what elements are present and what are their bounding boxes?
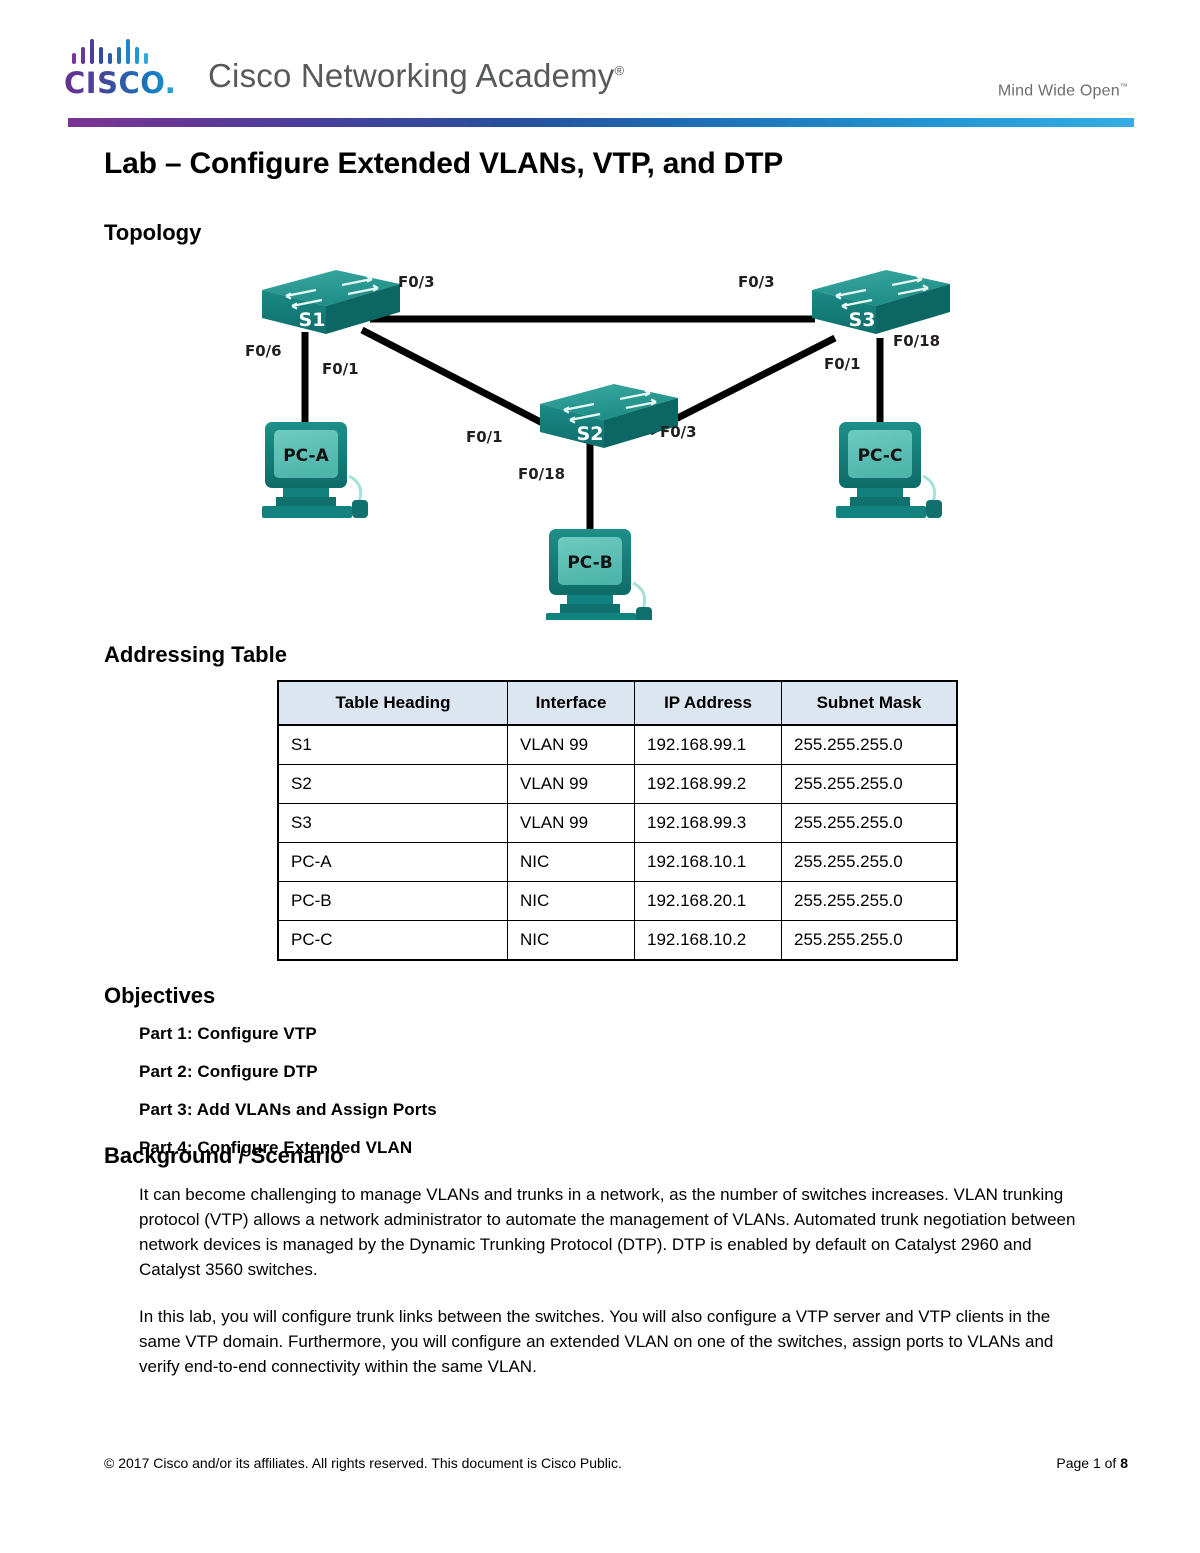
background-paragraph-1: It can become challenging to manage VLAN… bbox=[139, 1185, 1076, 1279]
objective-item-part-4: Part 4: Configure Extended VLAN bbox=[139, 1138, 413, 1157]
cell-device: S1 bbox=[277, 724, 508, 765]
cell-interface: VLAN 99 bbox=[507, 803, 635, 843]
svg-text:S3: S3 bbox=[849, 309, 876, 331]
svg-text:PC-A: PC-A bbox=[283, 446, 329, 466]
trademark-mark: ™ bbox=[1119, 82, 1128, 91]
cell-ip: 192.168.99.2 bbox=[634, 764, 782, 804]
cisco-wordmark: CISCO. bbox=[64, 66, 176, 100]
svg-text:S1: S1 bbox=[299, 309, 326, 331]
port-label-s2-s1: F0/1 bbox=[466, 428, 503, 446]
objective-item-part-3: Part 3: Add VLANs and Assign Ports bbox=[139, 1100, 437, 1119]
link-s1-s2 bbox=[360, 326, 562, 436]
column-header-subnet-mask: Subnet Mask bbox=[781, 680, 958, 726]
device-pc-pc-a: PC-A bbox=[262, 422, 368, 518]
topology-svg: S1 S2 bbox=[262, 270, 950, 620]
cell-mask: 255.255.255.0 bbox=[781, 920, 958, 961]
cell-device: S2 bbox=[277, 764, 508, 804]
section-heading-topology: Topology bbox=[104, 220, 202, 245]
table-row: PC-C NIC 192.168.10.2 255.255.255.0 bbox=[277, 920, 958, 961]
cell-device: PC-C bbox=[277, 920, 508, 961]
cell-interface: NIC bbox=[507, 881, 635, 921]
objective-item-part-1: Part 1: Configure VTP bbox=[139, 1024, 317, 1043]
table-header-row: Table Heading Interface IP Address Subne… bbox=[277, 680, 958, 726]
tagline-text: Mind Wide Open bbox=[997, 82, 1120, 100]
academy-title-text: Cisco Networking Academy bbox=[208, 57, 615, 94]
port-label-s1-s2: F0/1 bbox=[322, 360, 359, 378]
background-scenario-body: It can become challenging to manage VLAN… bbox=[139, 1183, 1094, 1402]
link-s2-s3 bbox=[648, 334, 837, 436]
page-title: Lab – Configure Extended VLANs, VTP, and… bbox=[104, 147, 784, 180]
section-heading-background: Background / Scenario bbox=[104, 1143, 344, 1168]
footer-copyright: © 2017 Cisco and/or its affiliates. All … bbox=[104, 1455, 622, 1471]
port-label-s2-pcb: F0/18 bbox=[518, 465, 566, 483]
device-switch-s2: S2 bbox=[540, 384, 678, 448]
cell-mask: 255.255.255.0 bbox=[781, 803, 958, 843]
section-heading-addressing: Addressing Table bbox=[104, 642, 287, 667]
page-footer: © 2017 Cisco and/or its affiliates. All … bbox=[0, 1455, 1200, 1495]
tagline: Mind Wide Open™ bbox=[998, 82, 1128, 100]
cell-mask: 255.255.255.0 bbox=[781, 764, 958, 804]
port-label-s3-pcc: F0/18 bbox=[893, 332, 941, 350]
topology-diagram: S1 S2 bbox=[0, 260, 1200, 620]
cell-interface: NIC bbox=[507, 920, 635, 961]
cisco-bars-icon bbox=[72, 38, 184, 64]
table-row: PC-B NIC 192.168.20.1 255.255.255.0 bbox=[277, 881, 958, 921]
column-header-ip-address: IP Address bbox=[634, 680, 782, 726]
cell-interface: VLAN 99 bbox=[507, 724, 635, 765]
table-row: S2 VLAN 99 192.168.99.2 255.255.255.0 bbox=[277, 764, 958, 804]
cell-interface: NIC bbox=[507, 842, 635, 882]
background-paragraph-2: In this lab, you will configure trunk li… bbox=[139, 1306, 1054, 1376]
cell-mask: 255.255.255.0 bbox=[781, 842, 958, 882]
device-pc-pc-c: PC-C bbox=[836, 422, 942, 518]
svg-text:PC-C: PC-C bbox=[858, 446, 903, 466]
device-switch-s3: S3 bbox=[812, 270, 950, 334]
table-row: S3 VLAN 99 192.168.99.3 255.255.255.0 bbox=[277, 803, 958, 843]
cell-mask: 255.255.255.0 bbox=[781, 724, 958, 765]
footer-page-prefix: Page 1 of bbox=[1056, 1455, 1121, 1471]
cisco-wordmark-text: CISCO bbox=[64, 66, 165, 100]
device-pc-pc-b: PC-B bbox=[546, 529, 652, 620]
registered-mark: ® bbox=[614, 63, 625, 78]
addressing-table: Table Heading Interface IP Address Subne… bbox=[277, 680, 958, 961]
table-row: S1 VLAN 99 192.168.99.1 255.255.255.0 bbox=[277, 724, 958, 765]
cell-device: PC-B bbox=[277, 881, 508, 921]
port-label-s2-s3: F0/3 bbox=[660, 423, 697, 441]
section-heading-objectives: Objectives bbox=[104, 983, 216, 1008]
cell-ip: 192.168.10.1 bbox=[634, 842, 782, 882]
port-label-s3-s2: F0/1 bbox=[824, 355, 861, 373]
cell-ip: 192.168.20.1 bbox=[634, 881, 782, 921]
cell-ip: 192.168.99.3 bbox=[634, 803, 782, 843]
cisco-wordmark-dot: . bbox=[164, 66, 177, 100]
footer-page-number: Page 1 of 8 bbox=[1056, 1455, 1128, 1471]
cell-device: PC-A bbox=[277, 842, 508, 882]
table-row: PC-A NIC 192.168.10.1 255.255.255.0 bbox=[277, 842, 958, 882]
column-header-interface: Interface bbox=[507, 680, 635, 726]
topology-links bbox=[301, 315, 884, 532]
cisco-logo: CISCO. bbox=[64, 38, 192, 106]
svg-text:PC-B: PC-B bbox=[567, 553, 612, 573]
objective-item-part-2: Part 2: Configure DTP bbox=[139, 1062, 318, 1081]
academy-title: Cisco Networking Academy® bbox=[208, 57, 624, 95]
page-header: CISCO. Cisco Networking Academy® Mind Wi… bbox=[0, 0, 1200, 132]
device-switch-s1: S1 bbox=[262, 270, 400, 334]
column-header-table-heading: Table Heading bbox=[277, 680, 508, 726]
header-gradient-rule bbox=[68, 118, 1134, 127]
port-label-s3-s1: F0/3 bbox=[738, 273, 775, 291]
svg-text:S2: S2 bbox=[577, 423, 604, 445]
cell-interface: VLAN 99 bbox=[507, 764, 635, 804]
cell-device: S3 bbox=[277, 803, 508, 843]
cell-ip: 192.168.99.1 bbox=[634, 724, 782, 765]
port-label-s1-pca: F0/6 bbox=[245, 342, 282, 360]
cell-ip: 192.168.10.2 bbox=[634, 920, 782, 961]
addressing-table-wrapper: Table Heading Interface IP Address Subne… bbox=[277, 680, 958, 961]
footer-page-total: 8 bbox=[1120, 1455, 1128, 1471]
objectives-list: Part 1: Configure VTP Part 2: Configure … bbox=[139, 1024, 437, 1176]
cell-mask: 255.255.255.0 bbox=[781, 881, 958, 921]
port-label-s1-s3: F0/3 bbox=[398, 273, 435, 291]
